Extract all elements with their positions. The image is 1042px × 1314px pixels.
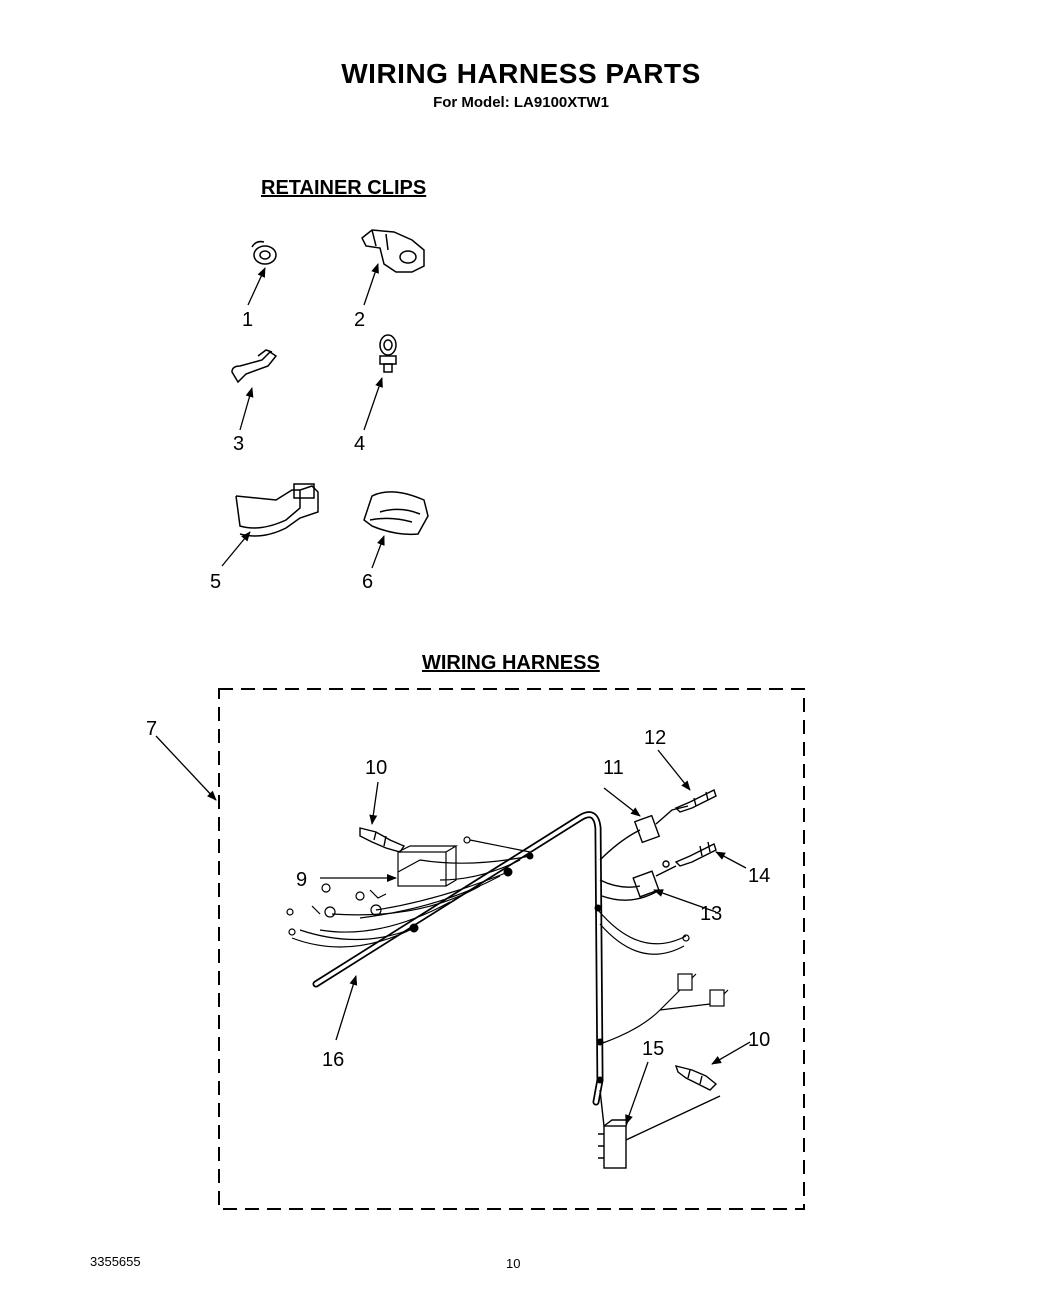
callout-9: 9 — [296, 869, 307, 891]
retainer-clips-heading: RETAINER CLIPS — [261, 177, 427, 199]
callout-10-lower: 10 — [748, 1029, 770, 1051]
terminal-12-icon — [674, 789, 717, 813]
callout-7: 7 — [146, 718, 157, 740]
terminal-10-lower-icon — [674, 1065, 718, 1091]
main-harness-icon — [312, 811, 604, 1106]
clip-1-icon — [251, 240, 277, 265]
clip-3-icon — [231, 349, 278, 384]
callout-1: 1 — [242, 309, 253, 331]
connector-11-icon — [599, 805, 689, 861]
model-subtitle: For Model: LA9100XTW1 — [433, 94, 609, 111]
callout-2: 2 — [354, 309, 365, 331]
clip-5-icon — [235, 483, 319, 537]
page-title: WIRING HARNESS PARTS — [341, 58, 701, 89]
callout-13: 13 — [700, 903, 722, 925]
callout-14: 14 — [748, 865, 770, 887]
right-branch-wires-icon — [597, 909, 729, 1045]
clip-4-icon — [379, 334, 397, 373]
callout-3: 3 — [233, 433, 244, 455]
page-number: 10 — [506, 1256, 521, 1271]
clip-6-icon — [363, 491, 429, 536]
callout-4: 4 — [354, 433, 365, 455]
callout-11: 11 — [603, 757, 624, 779]
connector-13-icon — [599, 865, 677, 901]
terminal-10-upper-icon — [359, 827, 406, 853]
wiring-harness-heading: WIRING HARNESS — [422, 652, 600, 674]
callout-16: 16 — [322, 1049, 344, 1071]
callout-6: 6 — [362, 571, 373, 593]
connector-15-icon — [598, 1089, 721, 1169]
clip-2-icon — [361, 229, 425, 273]
document-number: 3355655 — [90, 1254, 141, 1269]
left-branch-wires-icon — [286, 836, 531, 948]
terminal-14-icon — [662, 841, 717, 868]
callout-10-upper: 10 — [365, 757, 387, 779]
harness-boundary-box — [218, 688, 805, 1210]
callout-5: 5 — [210, 571, 221, 593]
callout-15: 15 — [642, 1038, 664, 1060]
callout-12: 12 — [644, 727, 666, 749]
